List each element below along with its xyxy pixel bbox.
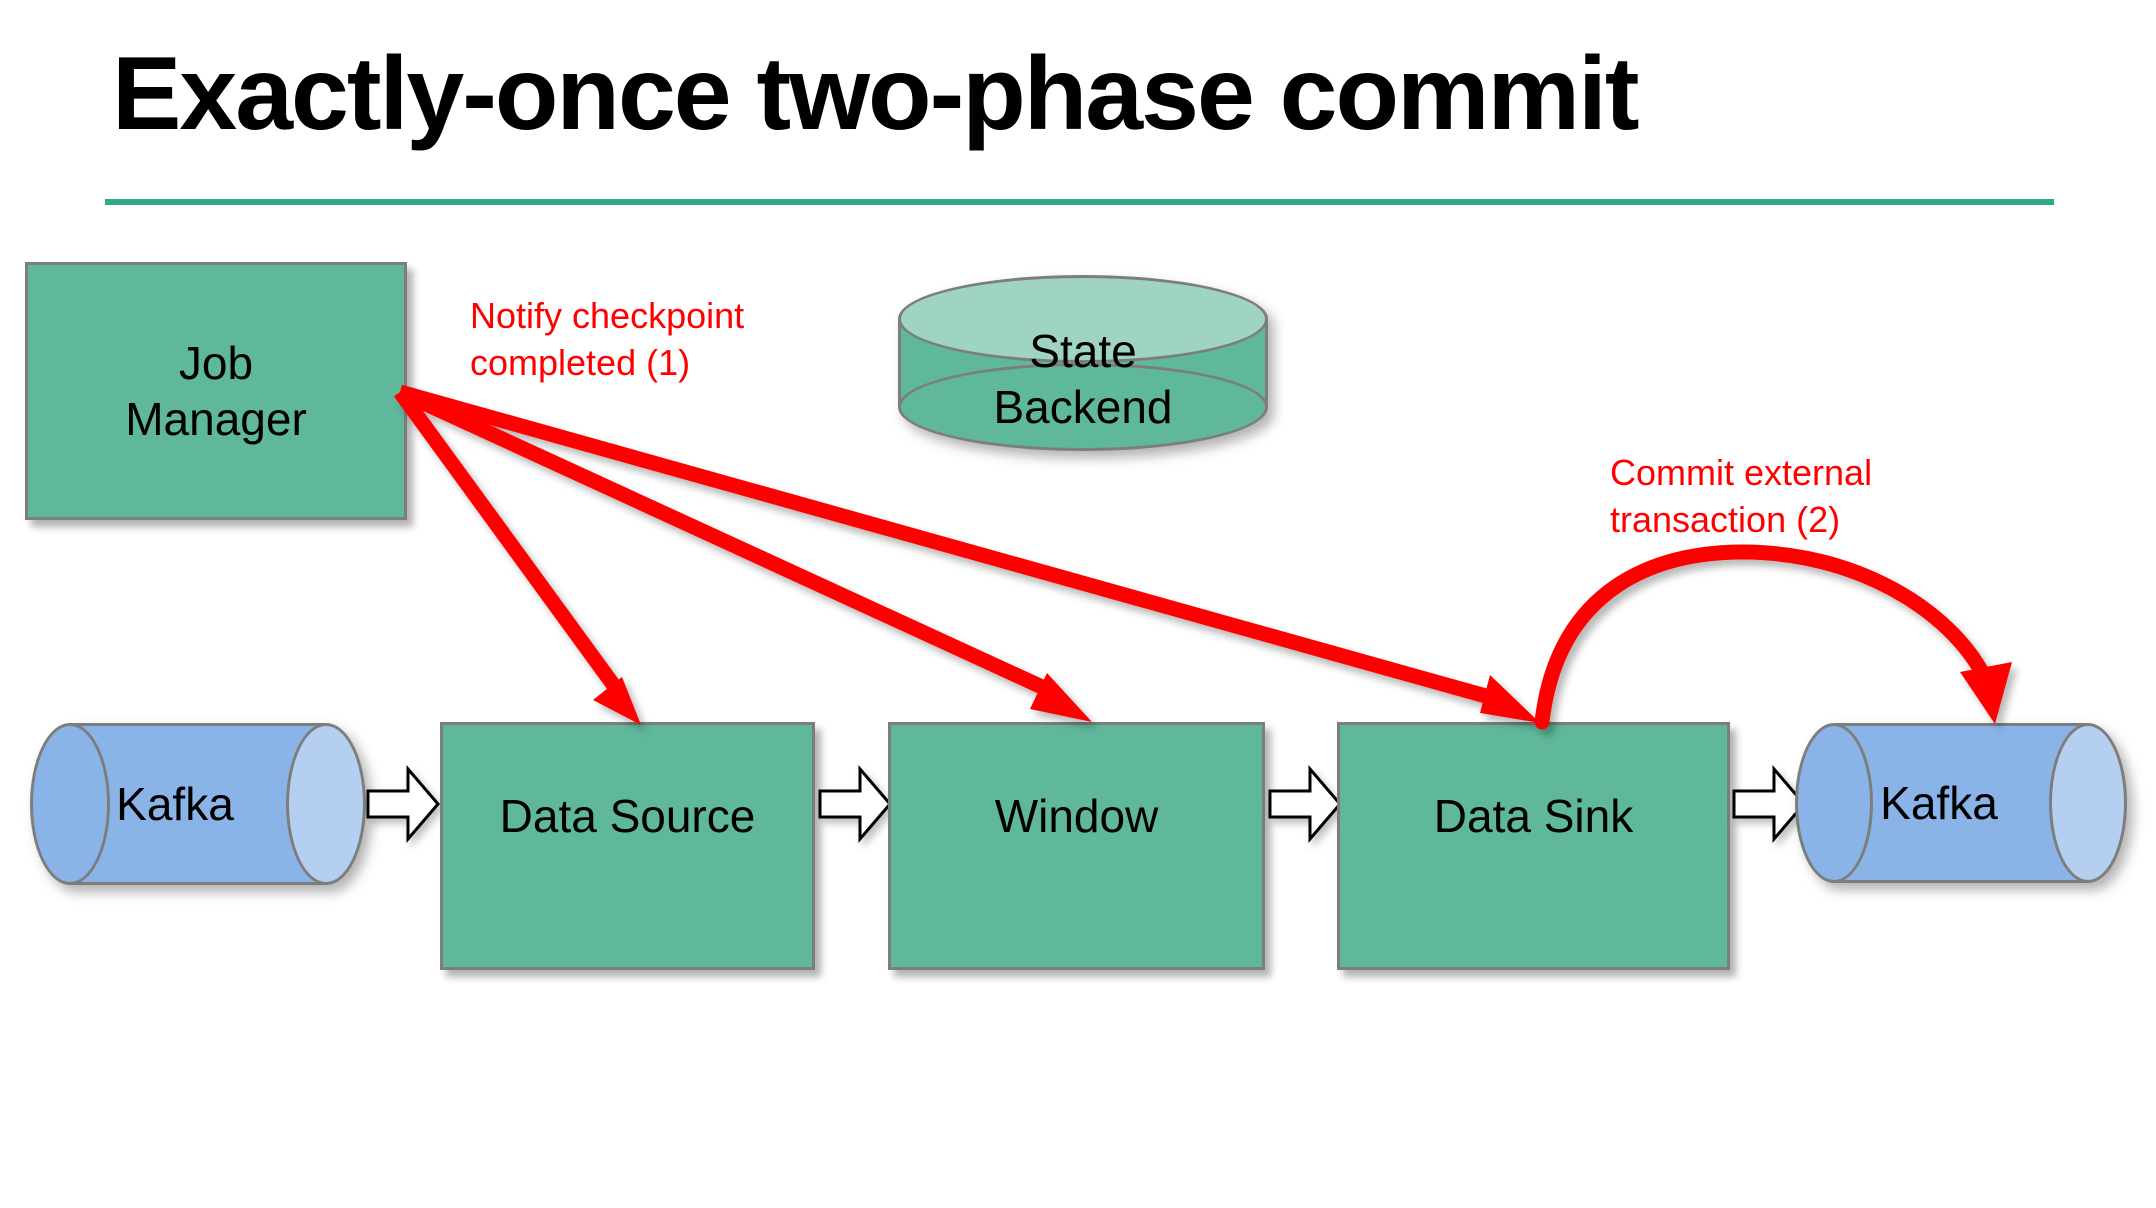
control-arrow-sink-to-kafka-curved — [1534, 544, 2012, 730]
flow-arrow-window-to-sink — [1268, 764, 1342, 844]
title-divider — [105, 199, 2054, 205]
node-state-backend[interactable]: State Backend — [898, 275, 1268, 455]
kafka-sink-right-cap — [2049, 723, 2127, 883]
node-data-source-label: Data Source — [499, 789, 756, 842]
flow-arrow-kafka-to-source — [366, 764, 440, 844]
kafka-source-right-cap — [286, 723, 366, 885]
annotation-commit-external: Commit external transaction (2) — [1610, 452, 1873, 540]
node-job-manager-label: Job Manager — [125, 336, 307, 445]
node-job-manager[interactable]: Job Manager — [25, 262, 407, 520]
kafka-source-left-cap — [30, 723, 110, 885]
node-kafka-sink-label: Kafka — [1880, 777, 1998, 829]
node-data-source[interactable]: Data Source — [440, 722, 815, 970]
state-backend-top-ellipse — [898, 275, 1268, 363]
node-kafka-source-label: Kafka — [116, 778, 234, 830]
kafka-sink-body — [1834, 723, 2088, 883]
node-window[interactable]: Window — [888, 722, 1265, 970]
node-kafka-sink[interactable]: Kafka — [1795, 723, 2127, 883]
node-window-label: Window — [994, 789, 1159, 842]
kafka-source-body — [70, 723, 326, 885]
control-arrow-jm-to-source — [393, 387, 641, 725]
flow-arrow-source-to-window — [818, 764, 892, 844]
page-title: Exactly-once two-phase commit — [112, 36, 1640, 152]
node-data-sink[interactable]: Data Sink — [1337, 722, 1730, 970]
node-kafka-source[interactable]: Kafka — [30, 723, 366, 885]
flow-arrow-sink-to-kafka — [1732, 764, 1806, 844]
node-state-backend-label: State Backend — [993, 325, 1173, 434]
node-data-sink-label: Data Sink — [1433, 789, 1634, 842]
annotation-notify-checkpoint: Notify checkpoint completed (1) — [470, 295, 745, 383]
kafka-sink-left-cap — [1795, 723, 1873, 883]
